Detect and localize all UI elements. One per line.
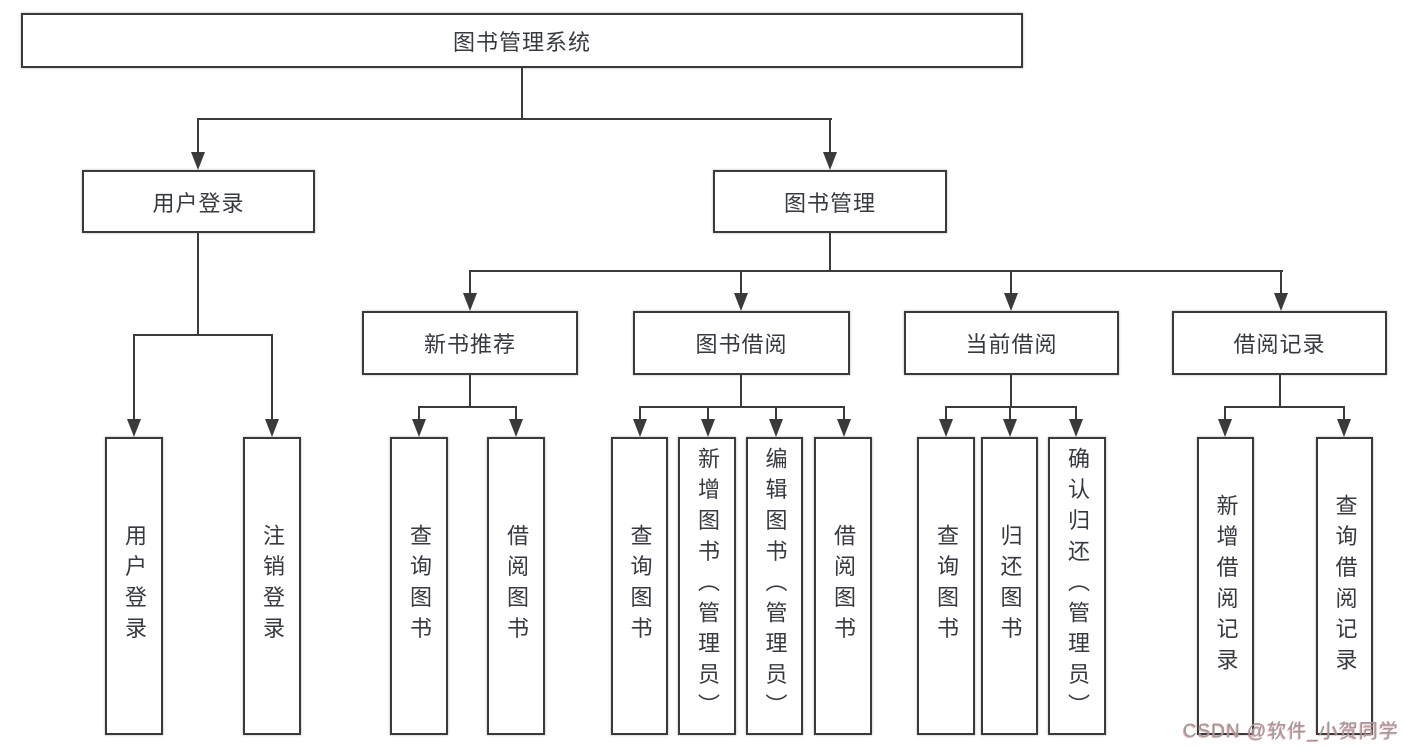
- node-records: 借阅记录: [1172, 311, 1387, 375]
- leaf-cb-confirm: 确认归还（管理员）: [1048, 437, 1106, 735]
- leaf-nb-borrow: 借阅图书: [487, 437, 545, 735]
- watermark: CSDN @软件_小贺同学: [1183, 721, 1399, 742]
- leaf-br-query: 查询借阅记录: [1316, 437, 1373, 735]
- leaf-cb-query: 查询图书: [917, 437, 975, 735]
- arrowhead-cb-query: [939, 419, 953, 437]
- arrowhead-bb-borrow: [837, 419, 851, 437]
- connector-new-book-stem: [469, 375, 471, 407]
- leaf-cb-query-label: 查询图书: [934, 524, 959, 648]
- arrowhead-br-add: [1218, 419, 1232, 437]
- leaf-bb-edit: 编辑图书（管理员）: [746, 437, 803, 735]
- leaf-bb-borrow-label: 借阅图书: [831, 524, 856, 648]
- connector-records-stem: [1279, 375, 1281, 407]
- node-root: 图书管理系统: [21, 13, 1023, 68]
- connector-root-left-drop: [197, 118, 199, 154]
- leaf-user-login-label: 用户登录: [122, 524, 147, 648]
- arrowhead-login: [127, 419, 141, 437]
- connector-user-login-stem: [197, 233, 199, 335]
- arrowhead-user-login: [191, 152, 205, 170]
- arrowhead-bb-query: [633, 419, 647, 437]
- node-current-label: 当前借阅: [965, 332, 1058, 357]
- leaf-br-query-label: 查询借阅记录: [1332, 493, 1358, 679]
- connector-root-stem: [521, 68, 523, 119]
- connector-user-login-bar: [133, 334, 273, 336]
- leaf-logout-label: 注销登录: [260, 524, 285, 648]
- arrowhead-nb-borrow: [509, 419, 523, 437]
- connector-current-drop: [1010, 270, 1012, 293]
- connector-records-bar: [1224, 406, 1344, 408]
- connector-cb-return-drop: [1009, 406, 1011, 419]
- leaf-bb-borrow: 借阅图书: [814, 437, 872, 735]
- arrowhead-new-book: [463, 293, 477, 311]
- arrowhead-bb-add: [701, 419, 715, 437]
- connector-current-bar: [945, 406, 1077, 408]
- leaf-cb-confirm-label: 确认归还（管理员）: [1065, 447, 1090, 725]
- connector-bb-edit-drop: [775, 406, 777, 419]
- connector-book-mgmt-stem: [829, 233, 831, 271]
- leaf-bb-query-label: 查询图书: [627, 524, 653, 648]
- node-records-label: 借阅记录: [1233, 332, 1326, 357]
- leaf-bb-add-label: 新增图书（管理员）: [695, 447, 720, 725]
- connector-new-book-drop: [469, 270, 471, 293]
- connector-logout-drop: [271, 334, 273, 419]
- connector-bb-query-drop: [639, 406, 641, 419]
- connector-br-query-drop: [1343, 406, 1345, 419]
- connector-current-stem: [1010, 375, 1012, 407]
- arrowhead-cb-return: [1003, 419, 1017, 437]
- leaf-user-login: 用户登录: [105, 437, 163, 735]
- arrowhead-cb-confirm: [1069, 419, 1083, 437]
- arrowhead-book-mgmt: [823, 152, 837, 170]
- connector-br-add-drop: [1224, 406, 1226, 419]
- leaf-cb-return-label: 归还图书: [997, 524, 1023, 648]
- node-borrowing-label: 图书借阅: [695, 332, 788, 357]
- leaf-nb-borrow-label: 借阅图书: [504, 524, 529, 648]
- arrowhead-nb-query: [412, 419, 426, 437]
- leaf-bb-query: 查询图书: [611, 437, 668, 735]
- node-new-book: 新书推荐: [362, 311, 578, 375]
- node-borrowing: 图书借阅: [633, 311, 850, 375]
- node-current: 当前借阅: [904, 311, 1119, 375]
- connector-bb-add-drop: [707, 406, 709, 419]
- connector-cb-query-drop: [945, 406, 947, 419]
- connector-records-drop: [1280, 270, 1282, 293]
- connector-root-right-drop: [829, 118, 831, 154]
- arrowhead-logout: [265, 419, 279, 437]
- arrowhead-br-query: [1337, 419, 1351, 437]
- connector-nb-borrow-drop: [515, 406, 517, 419]
- node-root-label: 图书管理系统: [452, 29, 591, 55]
- arrowhead-records: [1274, 293, 1288, 311]
- leaf-bb-edit-label: 编辑图书（管理员）: [762, 447, 788, 725]
- leaf-br-add-label: 新增借阅记录: [1213, 493, 1239, 679]
- node-book-mgmt-label: 图书管理: [783, 190, 876, 216]
- arrowhead-borrowing: [734, 293, 748, 311]
- connector-cb-confirm-drop: [1075, 406, 1077, 419]
- connector-borrowing-stem: [740, 375, 742, 407]
- node-book-mgmt: 图书管理: [713, 170, 947, 233]
- connector-book-mgmt-bar: [469, 270, 1283, 272]
- connector-nb-query-drop: [418, 406, 420, 419]
- connector-new-book-bar: [418, 406, 517, 408]
- leaf-cb-return: 归还图书: [981, 437, 1038, 735]
- leaf-logout: 注销登录: [243, 437, 301, 735]
- connector-login-drop: [133, 334, 135, 419]
- leaf-br-add: 新增借阅记录: [1197, 437, 1254, 735]
- connector-bb-borrow-drop: [843, 406, 845, 419]
- node-new-book-label: 新书推荐: [423, 332, 516, 357]
- leaf-bb-add: 新增图书（管理员）: [678, 437, 736, 735]
- node-user-login: 用户登录: [82, 170, 315, 233]
- connector-borrowing-bar: [639, 406, 845, 408]
- connector-borrowing-drop: [740, 270, 742, 293]
- node-user-login-label: 用户登录: [152, 190, 245, 216]
- leaf-nb-query: 查询图书: [390, 437, 448, 735]
- arrowhead-bb-edit: [769, 419, 783, 437]
- leaf-nb-query-label: 查询图书: [407, 524, 432, 648]
- connector-root-bar: [197, 118, 832, 120]
- arrowhead-current: [1004, 293, 1018, 311]
